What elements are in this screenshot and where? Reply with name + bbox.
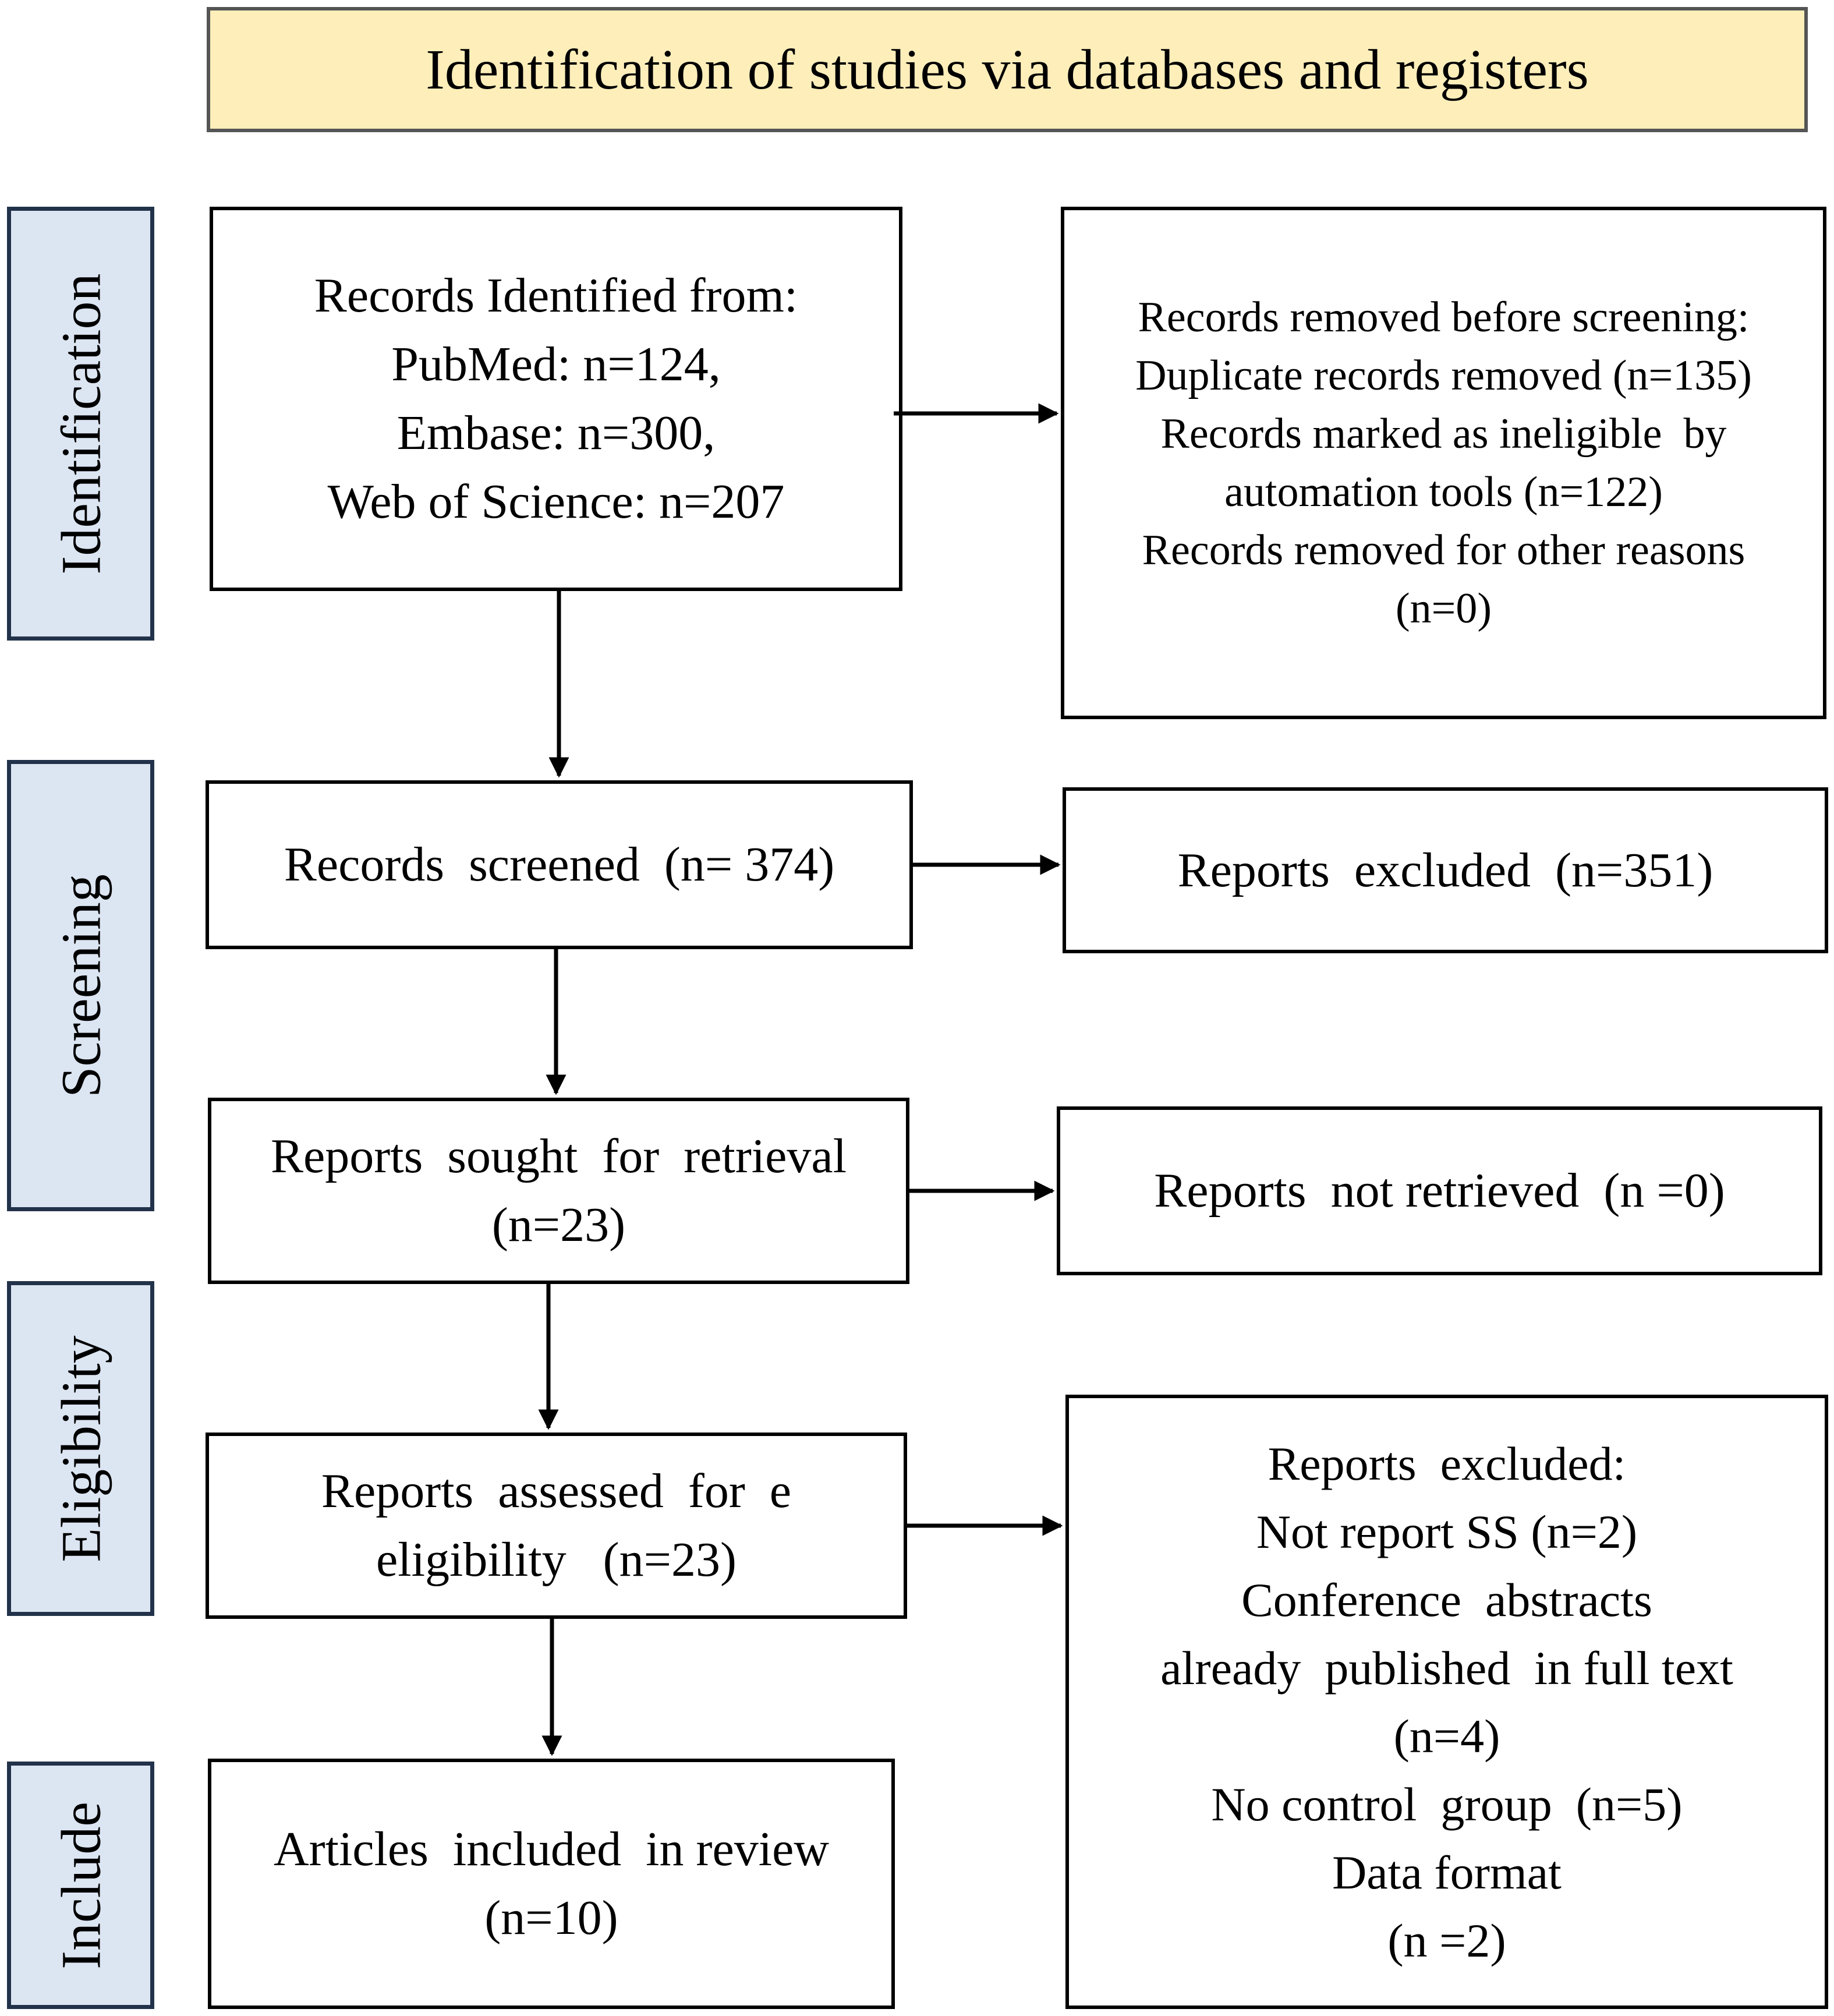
reports-assessed-box: Reports assessed for e eligibility (n=23…	[206, 1433, 907, 1619]
records-identified-line: Embase: n=300,	[396, 406, 716, 460]
records-identified-line: PubMed: n=124,	[391, 337, 721, 391]
reports-assessed-line: eligibility (n=23)	[376, 1533, 737, 1587]
reports-sought-line: Reports sought for retrieval	[270, 1129, 847, 1183]
exclusion-reason-line: (n =2)	[1387, 1914, 1506, 1967]
records-screened-box: Records screened (n= 374)	[206, 780, 913, 949]
diagram-title: Identification of studies via databases …	[426, 38, 1589, 101]
phase-screening: Screening	[7, 760, 154, 1211]
reports-sought-line: (n=23)	[491, 1198, 626, 1252]
records-identified-box: Records Identified from: PubMed: n=124, …	[210, 207, 902, 591]
exclusion-reason-line: (n=4)	[1393, 1709, 1500, 1763]
reports-not-retrieved-line: Reports not retrieved (n =0)	[1154, 1163, 1725, 1218]
phase-identification: Identification	[7, 207, 154, 641]
records-removed-line: (n=0)	[1395, 585, 1492, 632]
exclusion-reason-line: Conference abstracts	[1241, 1573, 1652, 1626]
reports-assessed-line: Reports assessed for e	[321, 1464, 792, 1518]
exclusion-reason-line: Data format	[1332, 1845, 1562, 1899]
reports-excluded-line: Reports excluded (n=351)	[1177, 843, 1713, 897]
reports-not-retrieved-box: Reports not retrieved (n =0)	[1057, 1106, 1822, 1275]
records-removed-line: Records removed for other reasons	[1142, 526, 1746, 574]
reports-excluded-reasons-box: Reports excluded: Not report SS (n=2) Co…	[1065, 1395, 1828, 2009]
articles-included-line: Articles included in review	[273, 1822, 830, 1876]
records-removed-line: Records marked as ineligible by	[1160, 410, 1727, 458]
articles-included-box: Articles included in review (n=10)	[208, 1759, 895, 2009]
header-title-box: Identification of studies via databases …	[207, 7, 1808, 132]
phase-include: Include	[7, 1762, 154, 2009]
records-removed-line: Records removed before screening:	[1138, 293, 1750, 341]
reports-sought-box: Reports sought for retrieval (n=23)	[208, 1098, 909, 1284]
records-removed-line: Duplicate records removed (n=135)	[1135, 352, 1752, 399]
articles-included-line: (n=10)	[484, 1891, 618, 1945]
exclusion-reason-line: Reports excluded:	[1267, 1437, 1626, 1490]
records-identified-line: Web of Science: n=207	[327, 475, 785, 529]
records-removed-line: automation tools (n=122)	[1224, 468, 1663, 516]
records-identified-line: Records Identified from:	[314, 268, 798, 323]
exclusion-reason-line: already published in full text	[1160, 1641, 1733, 1695]
records-screened-line: Records screened (n= 374)	[284, 837, 835, 892]
records-removed-box: Records removed before screening: Duplic…	[1061, 207, 1826, 719]
exclusion-reason-line: No control group (n=5)	[1211, 1777, 1683, 1831]
reports-excluded-box: Reports excluded (n=351)	[1063, 787, 1828, 953]
phase-eligibility: Eligibility	[7, 1281, 154, 1616]
exclusion-reason-line: Not report SS (n=2)	[1256, 1505, 1638, 1558]
